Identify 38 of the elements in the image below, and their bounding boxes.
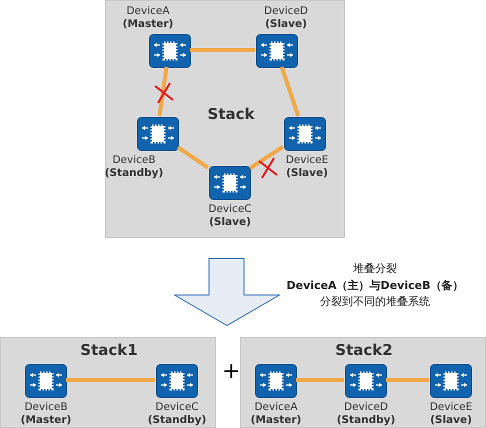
plus-sign: + bbox=[222, 360, 240, 384]
device-role: (Standby) bbox=[146, 414, 208, 427]
link-line bbox=[248, 145, 284, 170]
device-role: (Master) bbox=[122, 18, 174, 31]
device-name: DeviceA bbox=[125, 5, 171, 18]
device-name: DeviceB bbox=[111, 154, 157, 167]
link-line bbox=[176, 146, 210, 170]
device-role: (Slave) bbox=[429, 414, 473, 427]
device-name: DeviceE bbox=[428, 401, 474, 414]
stack-title: Stack2 bbox=[335, 341, 393, 359]
device-name: DeviceD bbox=[343, 401, 389, 414]
device-name: DeviceA bbox=[253, 401, 299, 414]
stack-panel bbox=[105, 0, 345, 238]
device-role: (Slave) bbox=[208, 216, 252, 229]
note-text: 分裂到不同的堆叠系统 bbox=[320, 294, 430, 309]
device-name: DeviceB bbox=[23, 401, 69, 414]
link-line bbox=[157, 66, 169, 116]
stack-title: Stack bbox=[208, 105, 254, 123]
stack-title: Stack1 bbox=[80, 341, 138, 359]
link-line bbox=[280, 66, 300, 117]
device-name: DeviceC bbox=[154, 401, 200, 414]
device-name: DeviceC bbox=[207, 203, 253, 216]
stack-panel bbox=[240, 337, 486, 428]
device-role: (Master) bbox=[250, 414, 302, 427]
link-line bbox=[296, 378, 344, 382]
device-role: (Slave) bbox=[285, 167, 329, 180]
link-line bbox=[190, 48, 255, 52]
link-line bbox=[386, 378, 429, 382]
stack-panel bbox=[0, 337, 216, 428]
device-role: (Standby) bbox=[104, 167, 164, 180]
link-line bbox=[66, 378, 155, 382]
note-text: 堆叠分裂 bbox=[353, 261, 397, 276]
device-role: (Master) bbox=[20, 414, 72, 427]
note-text: DeviceA（主）与DeviceB（备） bbox=[286, 278, 464, 293]
device-name: DeviceD bbox=[263, 5, 309, 18]
device-role: (Slave) bbox=[264, 18, 308, 31]
device-name: DeviceE bbox=[284, 154, 330, 167]
device-role: (Standby) bbox=[336, 414, 396, 427]
